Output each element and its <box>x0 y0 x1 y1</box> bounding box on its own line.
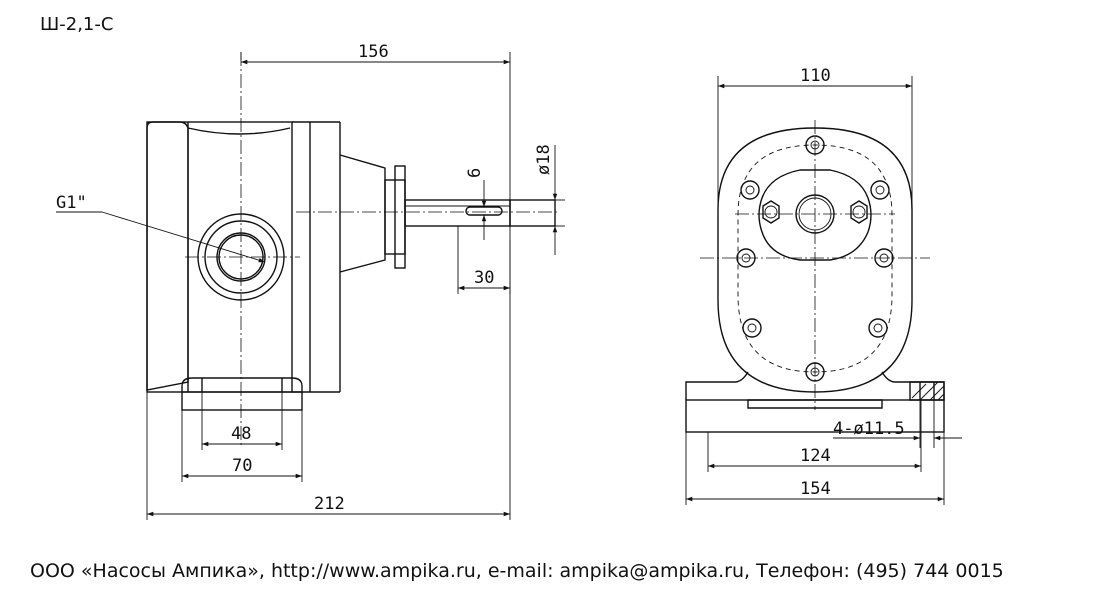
port-label-g1: G1" <box>56 193 87 213</box>
dim-70: 70 <box>232 456 252 476</box>
bolt-holes <box>736 135 894 382</box>
dim-shaft-diameter: ø18 <box>534 144 554 175</box>
model-title: Ш-2,1-С <box>40 14 114 35</box>
dim-156: 156 <box>358 42 389 62</box>
side-view-dimensions: 156 212 48 70 ø18 6 30 G1" <box>56 42 565 520</box>
dim-212: 212 <box>314 494 345 514</box>
dim-30: 30 <box>474 268 494 288</box>
front-view-dimensions: 110 124 154 4-ø11.5 <box>685 66 962 505</box>
dim-key-width: 6 <box>465 168 485 178</box>
dim-124: 124 <box>800 446 831 466</box>
dim-48: 48 <box>231 424 251 444</box>
dim-110: 110 <box>800 66 831 86</box>
dim-154: 154 <box>800 479 831 499</box>
side-view <box>146 52 560 445</box>
dim-mount-holes: 4-ø11.5 <box>833 419 905 439</box>
front-view <box>685 120 945 433</box>
company-footer: ООО «Насосы Ампика», http://www.ampika.r… <box>30 560 1004 582</box>
hole-section-hatch <box>909 381 945 401</box>
